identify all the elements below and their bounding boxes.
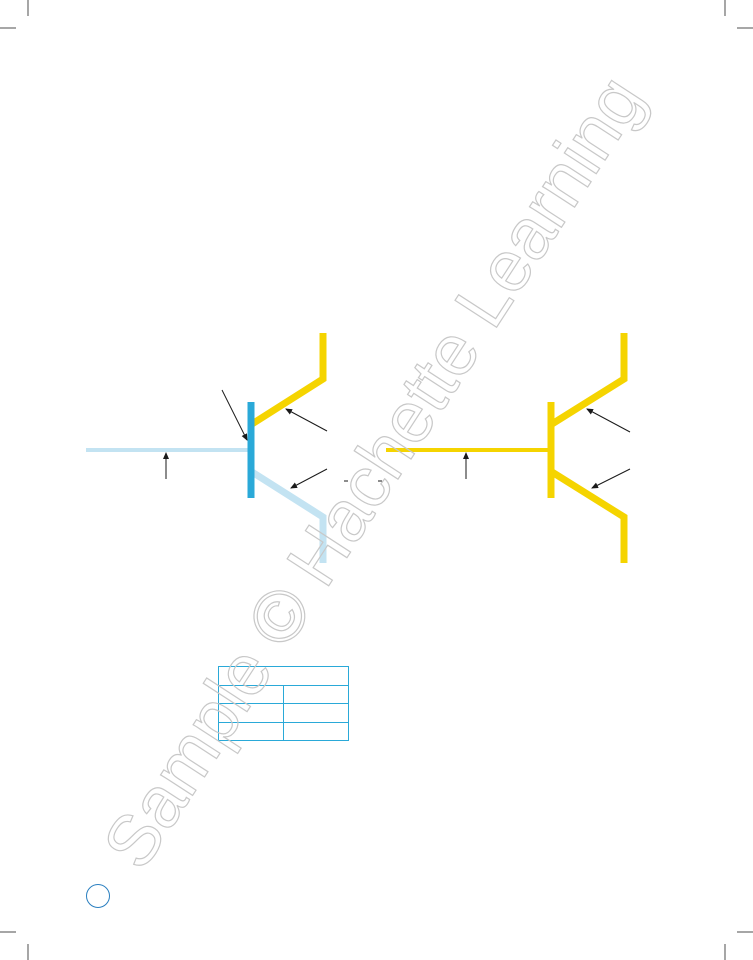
- truth-table-cell: [218, 703, 284, 723]
- left-emitter-arrow: [290, 468, 328, 489]
- truth-table-cell: [218, 685, 284, 705]
- page-number-circle: [86, 884, 110, 908]
- truth-table-row: [218, 685, 349, 705]
- truth-table: [218, 665, 349, 742]
- truth-table-header-cell: [218, 665, 349, 687]
- truth-table-row: [218, 721, 349, 742]
- truth-table-row: [218, 703, 349, 723]
- truth-table-header-row: [218, 665, 349, 687]
- right-collector-lead: [550, 333, 628, 427]
- left-collector-arrow: [285, 408, 328, 432]
- transistor-right: [386, 333, 631, 563]
- truth-table-cell: [218, 721, 284, 742]
- truth-table-cell: [283, 703, 349, 723]
- truth-table-cell: [283, 721, 349, 742]
- right-emitter-arrow: [591, 468, 631, 489]
- right-collector-arrow: [586, 408, 631, 433]
- left-base-bar-arrow: [221, 389, 248, 441]
- left-collector-lead: [250, 333, 327, 427]
- truth-table-cell: [283, 685, 349, 705]
- left-emitter-lead: [250, 469, 327, 563]
- transistor-left: [86, 333, 382, 563]
- right-emitter-lead: [550, 469, 628, 563]
